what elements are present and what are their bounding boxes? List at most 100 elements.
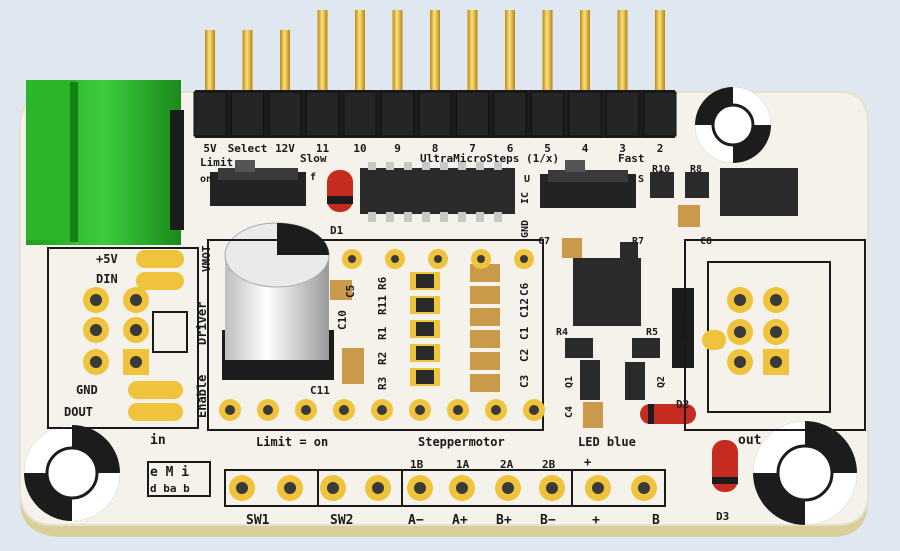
pin-header (193, 10, 677, 138)
driver-outline (207, 239, 544, 431)
slow-label: Slow (300, 152, 327, 165)
microsteps-label: UltraMicroSteps (1/x) (420, 152, 559, 165)
smd-capacitor (470, 308, 500, 326)
header-pin-front (467, 30, 478, 90)
sw1-label: SW1 (246, 513, 270, 528)
slide-switch-right (540, 160, 636, 208)
r2-label: R2 (376, 352, 389, 365)
electrolytic-cap (222, 222, 334, 380)
c3-label: C3 (518, 375, 531, 388)
fast-label: Fast (618, 152, 645, 165)
header-pin-label: Select (228, 142, 268, 155)
c10-label: C10 (336, 310, 349, 330)
diode-d2 (640, 404, 696, 424)
smd-resistor (416, 322, 434, 336)
c6-label: C6 (518, 282, 531, 296)
slide-switch-left (210, 160, 306, 206)
dout-label: DOUT (64, 405, 93, 419)
c5-label: C5 (344, 285, 357, 298)
plus5v-label: +5V (96, 252, 118, 266)
c4-label: C4 (564, 406, 575, 418)
c2-label: C2 (518, 349, 531, 362)
a-minus-label: A− (408, 513, 424, 528)
left-pads (128, 250, 184, 421)
sw2-label: SW2 (330, 513, 353, 528)
header-pin-front (542, 30, 553, 90)
header-pin-front (505, 30, 515, 90)
logo-text-top: e M i (150, 465, 189, 480)
f-label: f (310, 172, 316, 183)
ws2812-outline (47, 247, 199, 429)
r11-label: R11 (376, 295, 389, 315)
header-pin-label: 12V (275, 142, 295, 155)
q2-label: Q2 (656, 376, 667, 388)
header-pin-label: 10 (353, 142, 366, 155)
connector-key (152, 311, 188, 353)
c1-label: C1 (518, 326, 531, 340)
smd-resistors (410, 272, 440, 386)
header-pin-front (392, 30, 403, 90)
header-pin-front (355, 30, 365, 90)
smd-capacitor (470, 286, 500, 304)
smd-resistor (416, 298, 434, 312)
q1-label: Q1 (564, 376, 575, 388)
header-pin-front (617, 30, 628, 90)
u-side-label: U (524, 174, 530, 185)
r8-label: R8 (690, 164, 702, 175)
c7-label: C7 (538, 236, 550, 247)
smd-capacitor (470, 352, 500, 370)
header-pin-label: 5 (544, 142, 551, 155)
power-terminal (26, 80, 184, 245)
r7-label: R7 (632, 236, 644, 247)
limit-on-label: Limit = on (256, 435, 328, 449)
smd-capacitor (470, 330, 500, 348)
plus-label: + (592, 513, 600, 528)
b-label: B (652, 513, 660, 528)
c12-label: C12 (518, 298, 531, 318)
d2-label: D2 (676, 398, 689, 411)
header-pin-front (655, 30, 665, 90)
header-pin-front (430, 30, 440, 90)
d1-label: D1 (330, 224, 344, 237)
header-pin-label: 9 (394, 142, 401, 155)
t-1b-label: 1B (410, 458, 424, 471)
header-pin-label: 11 (316, 142, 330, 155)
ic-main (360, 162, 515, 222)
logo-text-bottom: d ba b (150, 482, 190, 495)
limit-label: Limit (200, 156, 233, 169)
header-pin-label: 7 (469, 142, 476, 155)
t-2a-label: 2A (500, 458, 514, 471)
r3-label: R3 (376, 377, 389, 390)
c11-label: C11 (310, 384, 330, 397)
s-side-label: S (638, 174, 644, 185)
enable-label: Enable (195, 375, 209, 418)
header-pin-label: 5V (203, 142, 217, 155)
steppermotor-label: Steppermotor (418, 435, 505, 449)
smd-capacitor (470, 374, 500, 392)
r4-label: R4 (556, 327, 568, 338)
t-2b-label: 2B (542, 458, 556, 471)
mount-hole-top-right (695, 87, 771, 163)
smd-resistor (416, 370, 434, 384)
header-pin (205, 30, 215, 90)
smd-resistor (416, 274, 434, 288)
smd-capacitors (330, 264, 500, 392)
out-connector-outline (684, 239, 866, 431)
ic-driver (573, 258, 641, 326)
out-label: out (738, 433, 761, 448)
b-plus-label: B+ (496, 513, 512, 528)
a-plus-label: A+ (452, 513, 468, 528)
c8-label: C8 (700, 236, 712, 247)
term-label: Term (678, 313, 691, 340)
header-pin-front (317, 30, 328, 90)
in-label: in (150, 433, 166, 448)
out-header-holes (702, 287, 789, 375)
driver-pin-row (219, 249, 545, 421)
mount-hole-bottom-left (24, 425, 120, 521)
diode-d3 (712, 440, 738, 492)
smd-resistor (416, 346, 434, 360)
header-pin-label: 6 (507, 142, 514, 155)
header-pin-front (580, 30, 590, 90)
